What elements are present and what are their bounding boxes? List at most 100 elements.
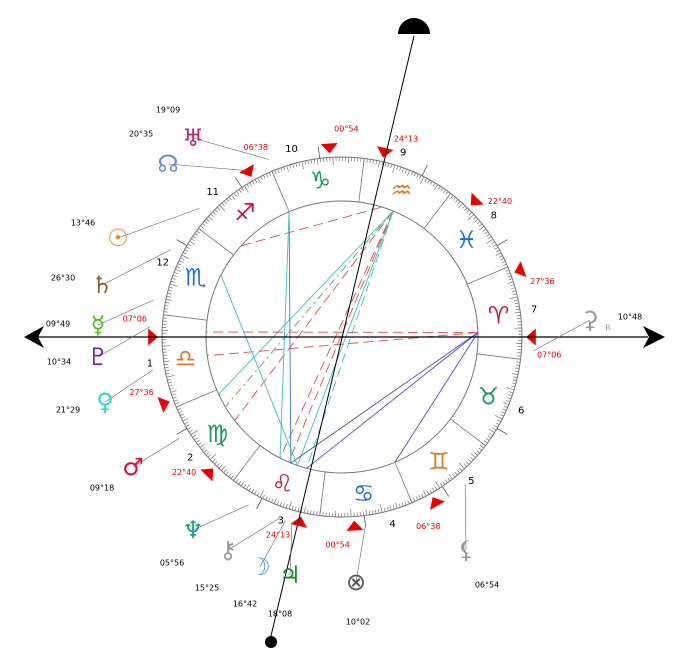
aspect-lines xyxy=(206,206,479,469)
degree-tick xyxy=(442,481,446,485)
degree-tick xyxy=(297,507,300,512)
degree-tick xyxy=(377,509,380,514)
cusp-degree-label: 22°40 xyxy=(172,468,196,477)
degree-tick xyxy=(167,378,172,381)
degree-tick xyxy=(426,490,430,495)
degree-tick xyxy=(378,160,381,167)
degree-tick xyxy=(454,471,458,476)
degree-tick xyxy=(390,163,393,168)
cusp-marker-icon xyxy=(346,520,364,531)
degree-tick xyxy=(189,241,195,245)
degree-tick xyxy=(225,471,229,475)
degree-tick xyxy=(392,505,395,510)
planet-leader-line xyxy=(259,520,286,568)
degree-tick xyxy=(398,503,401,508)
planet-leader-line xyxy=(192,137,269,160)
sign-pisces-icon: ♓ xyxy=(456,226,478,254)
chart-axes xyxy=(24,18,665,648)
sign-divider xyxy=(176,389,217,408)
degree-tick xyxy=(448,474,453,480)
aspect-line xyxy=(290,332,479,464)
degree-tick xyxy=(167,292,172,295)
degree-tick xyxy=(429,489,433,494)
degree-tick xyxy=(173,271,178,274)
degree-tick xyxy=(380,504,383,513)
degree-tick xyxy=(277,168,280,173)
sign-virgo-icon: ♍ xyxy=(207,420,229,448)
degree-tick xyxy=(207,454,212,458)
degree-tick xyxy=(254,179,258,184)
house-number: 3 xyxy=(278,516,284,527)
cusp-degree-label: 24°13 xyxy=(266,530,290,539)
cusp-marker-icon xyxy=(239,164,254,177)
degree-tick xyxy=(492,244,497,247)
lilith-icon: ⚸ xyxy=(457,536,475,564)
degree-tick xyxy=(268,172,272,177)
chiron-degree-label: 15°25 xyxy=(195,584,219,593)
degree-tick xyxy=(184,421,189,425)
degree-tick xyxy=(511,290,517,293)
degree-tick xyxy=(167,381,173,384)
degree-tick xyxy=(238,189,242,193)
degree-tick xyxy=(164,363,169,366)
degree-tick xyxy=(274,169,277,174)
degree-tick xyxy=(495,252,502,256)
sign-divider xyxy=(358,158,365,203)
sign-divider xyxy=(394,462,413,503)
degree-tick xyxy=(171,277,176,280)
venus-icon: ♀ xyxy=(96,388,114,416)
degree-tick xyxy=(483,440,488,444)
degree-tick xyxy=(164,366,169,369)
degree-tick xyxy=(484,231,489,235)
degree-tick xyxy=(505,269,510,272)
degree-tick xyxy=(515,305,520,308)
degree-tick xyxy=(506,387,515,391)
house-cusp-line xyxy=(176,428,188,435)
degree-tick xyxy=(478,223,483,227)
degree-tick xyxy=(164,305,169,307)
degree-tick xyxy=(407,170,411,176)
sun-degree-label: 13°46 xyxy=(71,219,95,228)
degree-tick xyxy=(440,187,444,192)
degree-tick xyxy=(514,311,521,314)
degree-tick xyxy=(423,490,427,497)
house-number: 12 xyxy=(156,257,169,268)
degree-tick xyxy=(285,504,288,509)
house-number: 5 xyxy=(468,476,474,487)
sign-divider xyxy=(467,266,508,285)
degree-tick xyxy=(468,459,472,463)
degree-tick xyxy=(506,272,511,275)
degree-tick xyxy=(243,185,249,193)
north-node-degree-label: 20°35 xyxy=(129,130,153,139)
ceres-degree-label: 10°48 xyxy=(618,313,642,322)
degree-tick xyxy=(170,390,177,393)
aspect-line xyxy=(234,210,394,421)
degree-tick xyxy=(514,299,519,302)
degree-tick xyxy=(494,424,498,428)
degree-tick xyxy=(467,214,475,221)
degree-tick xyxy=(415,496,419,501)
degree-tick xyxy=(181,416,186,419)
degree-tick xyxy=(420,176,425,185)
planet-leader-line xyxy=(97,299,154,326)
degree-tick xyxy=(178,410,183,414)
degree-tick xyxy=(513,376,518,379)
degree-tick xyxy=(486,233,490,237)
degree-tick xyxy=(369,159,371,164)
degree-tick xyxy=(185,424,190,428)
degree-tick xyxy=(512,379,517,382)
degree-tick xyxy=(468,211,472,216)
degree-tick xyxy=(313,159,316,164)
degree-tick xyxy=(416,173,419,178)
degree-tick xyxy=(288,501,292,510)
degree-tick xyxy=(442,189,446,194)
degree-tick xyxy=(498,255,503,258)
degree-tick xyxy=(432,487,435,492)
degree-tick xyxy=(500,258,505,261)
degree-tick xyxy=(271,498,274,503)
mc-marker-icon xyxy=(398,18,430,34)
degree-tick xyxy=(482,228,487,232)
planet-leader-line xyxy=(167,163,247,171)
degree-tick xyxy=(459,467,463,472)
degree-tick xyxy=(412,497,416,502)
